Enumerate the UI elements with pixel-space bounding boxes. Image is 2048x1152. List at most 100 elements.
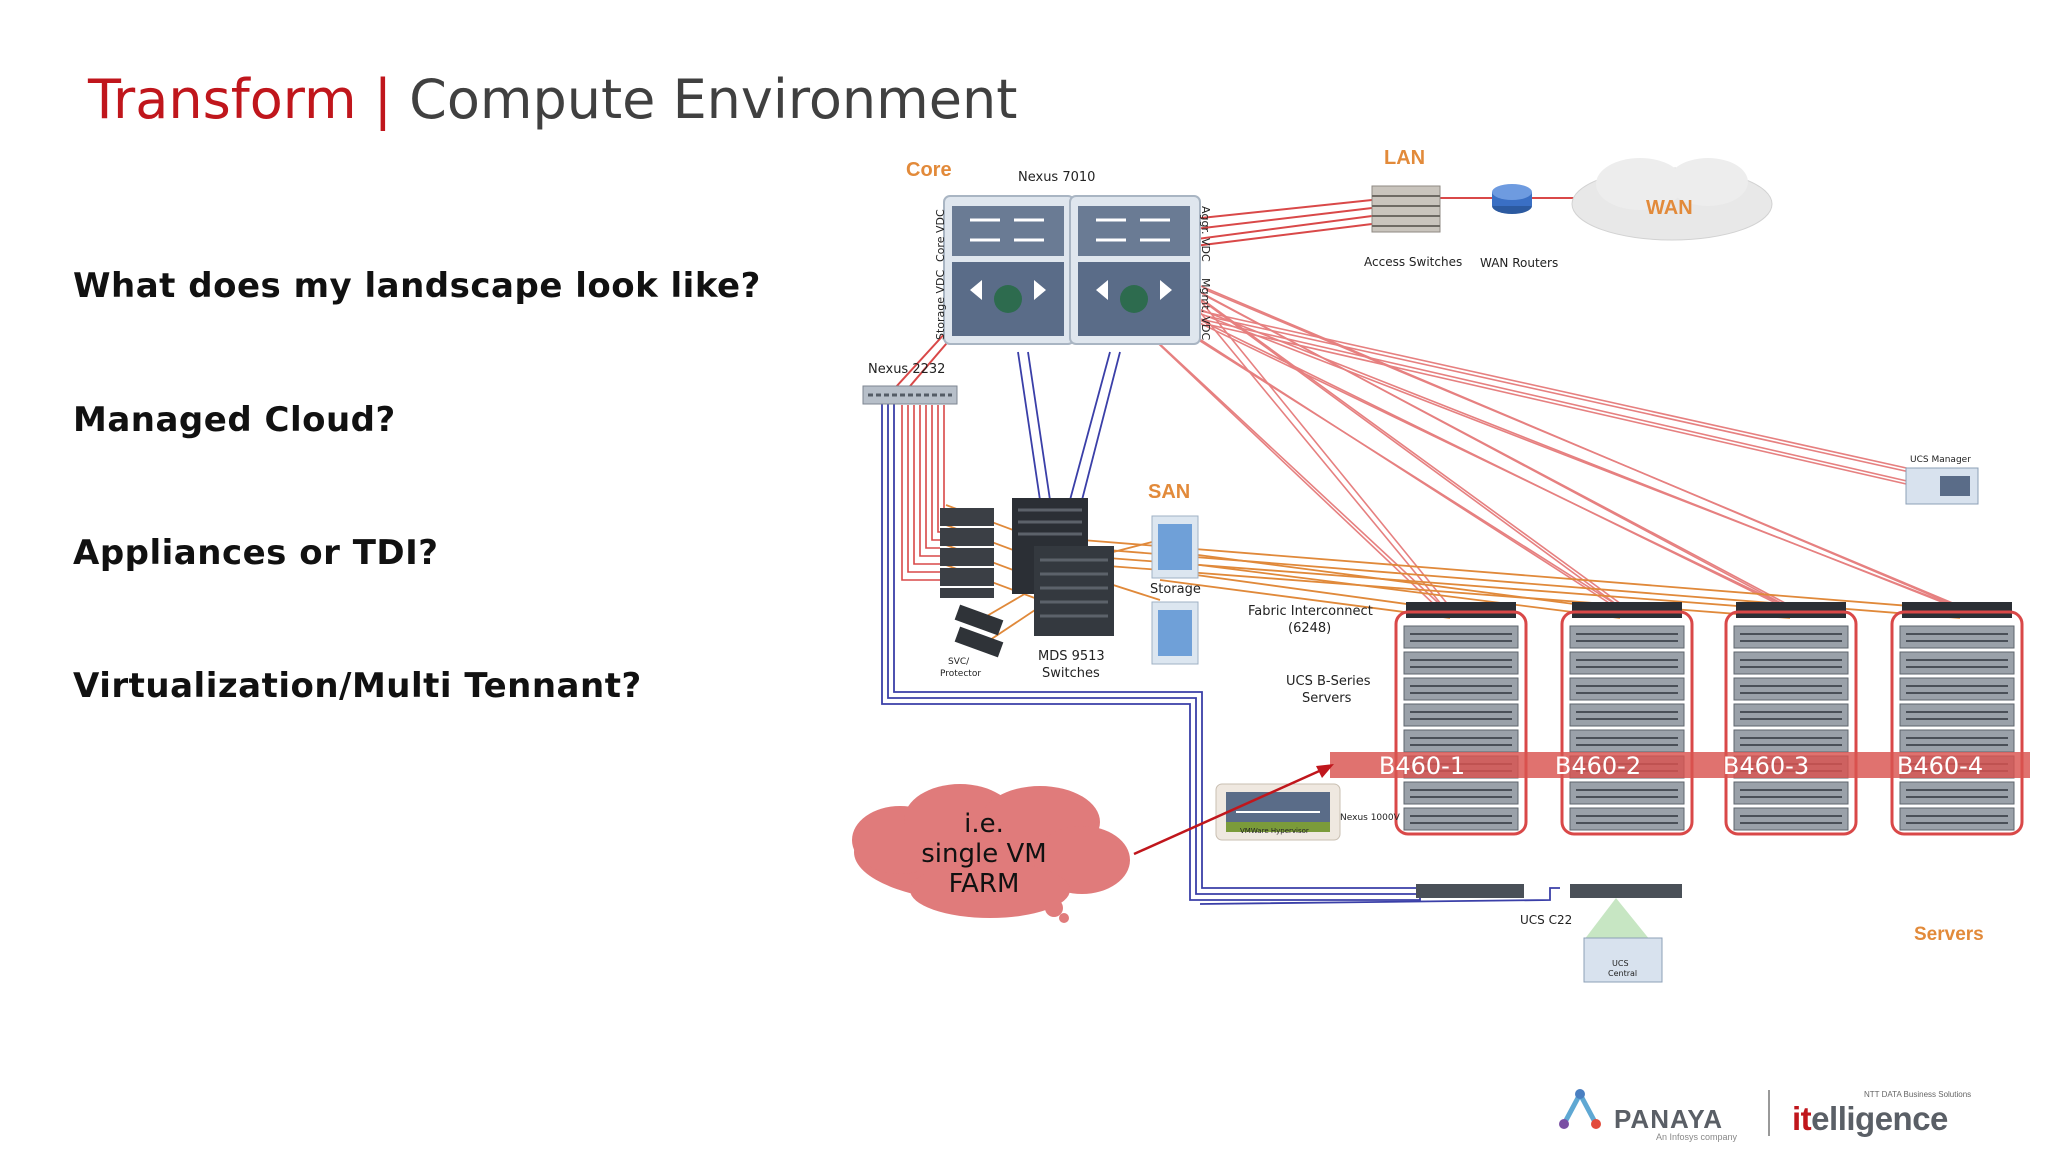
blade-chassis-icon xyxy=(1733,651,1849,675)
question-appliances: Appliances or TDI? xyxy=(73,533,439,573)
blade-chassis-icon xyxy=(1403,677,1519,701)
question-landscape: What does my landscape look like? xyxy=(73,266,761,306)
storage-vdc-label: Storage VDC xyxy=(934,269,947,340)
access-switches-icon xyxy=(1371,185,1441,233)
panaya-mark-icon xyxy=(1559,1088,1601,1129)
server-rack xyxy=(1724,602,1858,836)
wan-label: WAN xyxy=(1646,197,1693,219)
blade-chassis-icon xyxy=(1733,729,1849,753)
ucs-central-line1: UCS xyxy=(1612,959,1629,968)
ucs-central-icon xyxy=(1583,898,1663,983)
servers-label: Servers xyxy=(1914,924,1984,945)
ucs-manager-icon xyxy=(1905,467,1979,505)
server-rack xyxy=(1394,602,1528,836)
nexus-1000v-label: Nexus 1000V xyxy=(1340,813,1401,823)
blade-chassis-icon xyxy=(1899,781,2015,805)
fabric-interconnect-line1: Fabric Interconnect xyxy=(1248,604,1373,619)
blade-chassis-icon xyxy=(1733,781,1849,805)
core-vdc-label: Core VDC xyxy=(934,209,947,262)
ucs-manager-label: UCS Manager xyxy=(1910,455,1971,465)
title-compute-environment: Compute Environment xyxy=(409,68,1018,131)
blade-chassis-icon xyxy=(1569,651,1685,675)
rack-label: B460-2 xyxy=(1555,752,1641,780)
question-managed-cloud: Managed Cloud? xyxy=(73,400,396,440)
blade-chassis-icon xyxy=(1569,781,1685,805)
itelligence-logo: itelligence xyxy=(1792,1100,1948,1138)
callout-cloud xyxy=(852,784,1130,923)
blade-chassis-icon xyxy=(1899,703,2015,727)
server-rack xyxy=(1890,602,2024,836)
callout-line2: single VM xyxy=(921,839,1046,869)
blade-chassis-icon xyxy=(1403,625,1519,649)
blade-chassis-icon xyxy=(1569,677,1685,701)
fabric-interconnect-icon xyxy=(1736,602,1846,618)
host-stack-icon xyxy=(940,508,994,598)
nexus-2232-label: Nexus 2232 xyxy=(868,362,945,377)
panaya-wordmark: PANAYA xyxy=(1614,1104,1724,1134)
blade-chassis-icon xyxy=(1899,729,2015,753)
ucs-b-series-line1: UCS B-Series xyxy=(1286,674,1371,689)
itelligence-rest: elligence xyxy=(1811,1100,1948,1137)
blade-chassis-icon xyxy=(1403,703,1519,727)
blade-chassis-icon xyxy=(1403,729,1519,753)
blade-chassis-icon xyxy=(1733,677,1849,701)
blade-chassis-icon xyxy=(1899,677,2015,701)
svc-protector-icon xyxy=(954,604,1004,658)
footer-logos: PANAYA An Infosys company NTT DATA Busin… xyxy=(1554,1082,2014,1142)
blade-chassis-icon xyxy=(1569,729,1685,753)
rack-label: B460-4 xyxy=(1897,752,1983,780)
wan-router-icon xyxy=(1492,184,1532,214)
blade-chassis-icon xyxy=(1733,703,1849,727)
fabric-interconnect-icon xyxy=(1572,602,1682,618)
blade-chassis-icon xyxy=(1899,625,2015,649)
storage-array-icon xyxy=(1151,515,1199,665)
nexus-2232-icon xyxy=(862,385,958,405)
logo-divider xyxy=(1768,1090,1770,1136)
ucs-b-series-line2: Servers xyxy=(1302,691,1352,706)
storage-label: Storage xyxy=(1150,582,1201,597)
panaya-logo: PANAYA An Infosys company xyxy=(1554,1082,1754,1142)
callout-arrow xyxy=(1133,764,1334,856)
title-transform: Transform xyxy=(88,68,357,131)
access-switches-label: Access Switches xyxy=(1364,255,1462,269)
red-links-core-to-racks xyxy=(1069,259,1975,613)
panaya-tagline: An Infosys company xyxy=(1656,1132,1738,1142)
blade-chassis-icon xyxy=(1899,651,2015,675)
blade-chassis-icon xyxy=(1569,703,1685,727)
san-label: SAN xyxy=(1148,481,1190,503)
svc-label-line1: SVC/ xyxy=(948,657,970,667)
blue-links xyxy=(881,351,1560,905)
fabric-interconnect-line2: (6248) xyxy=(1288,621,1331,636)
fabric-interconnect-icon xyxy=(1902,602,2012,618)
nexus-7010-label: Nexus 7010 xyxy=(1018,170,1095,185)
ucs-c22-label: UCS C22 xyxy=(1520,913,1572,927)
blade-chassis-icon xyxy=(1899,807,2015,831)
svc-label-line2: Protector xyxy=(940,669,981,679)
slide-title: Transform | Compute Environment xyxy=(88,64,1017,136)
itelligence-tagline: NTT DATA Business Solutions xyxy=(1864,1090,1972,1099)
mds-9513-switches-icon xyxy=(1012,498,1114,636)
rack-label: B460-3 xyxy=(1723,752,1809,780)
lan-label: LAN xyxy=(1384,147,1425,169)
vmware-hypervisor-icon xyxy=(1215,783,1341,841)
title-separator: | xyxy=(373,68,392,131)
vmware-label: VMWare Hypervisor xyxy=(1240,827,1309,835)
mgmt-vdc-label: Mgmt. VDC xyxy=(1199,278,1212,340)
fabric-interconnect-icon xyxy=(1406,602,1516,618)
blade-chassis-icon xyxy=(1569,807,1685,831)
server-rack xyxy=(1560,602,1694,836)
blade-chassis-icon xyxy=(1403,807,1519,831)
wan-routers-label: WAN Routers xyxy=(1480,256,1558,270)
blade-chassis-icon xyxy=(1733,625,1849,649)
ucs-c22-servers-icon xyxy=(1416,884,1682,898)
aggr-vdc-label: Aggr. VDC xyxy=(1199,206,1212,262)
wan-cloud-icon xyxy=(1571,158,1773,241)
question-virtualization: Virtualization/Multi Tennant? xyxy=(73,666,642,706)
callout-line3: FARM xyxy=(949,869,1020,899)
nexus-7010-core xyxy=(943,195,1201,345)
blade-chassis-icon xyxy=(1733,807,1849,831)
blade-chassis-icon xyxy=(1403,651,1519,675)
itelligence-it: it xyxy=(1792,1100,1812,1137)
